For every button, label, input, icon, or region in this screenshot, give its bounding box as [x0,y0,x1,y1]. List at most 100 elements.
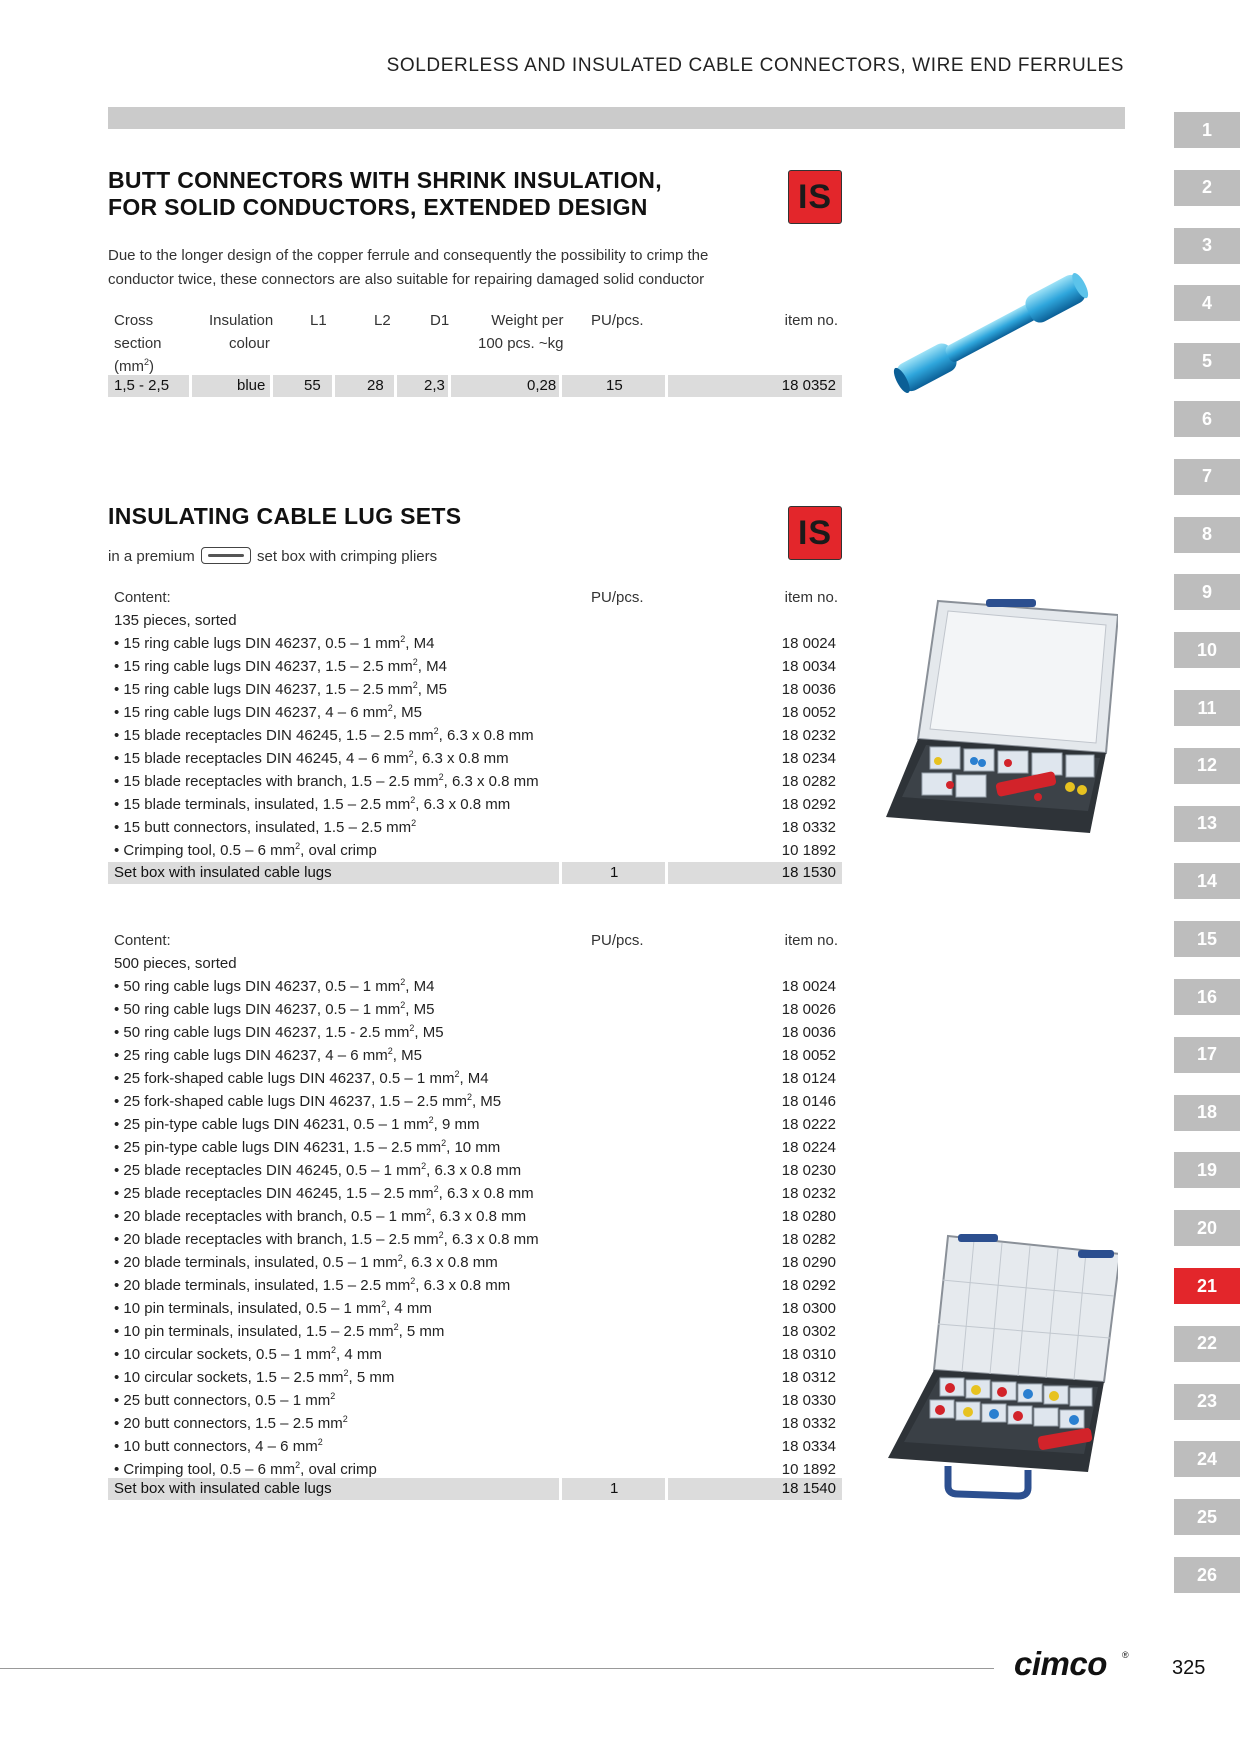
list-item-suffix: , 6.3 x 0.8 mm [415,1277,511,1294]
cell-cross-section: 1,5 - 2,5 [114,377,170,394]
col-l1: L1 [310,312,327,329]
list-item-text: • 15 ring cable lugs DIN 46237, 4 – 6 mm [114,704,388,721]
list-item-suffix: , M5 [405,1001,435,1018]
list-item: • 15 blade receptacles DIN 46245, 4 – 6 … [114,747,509,770]
list-item-superscript: 2 [428,1115,434,1125]
col-insulation: Insulation colour [209,309,273,355]
list-item-suffix: , 6.3 x 0.8 mm [415,796,511,813]
col-insulation-line2: colour [229,335,270,352]
col-weight-line2: 100 pcs. ~kg [478,335,564,352]
list-item: • 25 butt connectors, 0.5 – 1 mm2 [114,1389,335,1412]
chapter-tab-20[interactable]: 20 [1174,1210,1240,1247]
list-item-number: 18 0292 [781,796,836,813]
page-number: 325 [1172,1657,1206,1679]
cell-d1: 2,3 [424,377,445,394]
col-d1: D1 [430,312,450,329]
list-item: • 20 blade terminals, insulated, 0.5 – 1… [114,1251,498,1274]
chapter-tab-14[interactable]: 14 [1174,863,1240,900]
list-item-superscript: 2 [421,1161,427,1171]
list-item-text: • 20 blade terminals, insulated, 0.5 – 1… [114,1254,398,1271]
list-item-superscript: 2 [409,1023,415,1033]
list-item-number: 18 0222 [781,1116,836,1133]
list-item-superscript: 2 [295,841,301,851]
header-bar [108,107,1125,129]
section2-subtitle: in a premium set box with crimping plier… [108,545,437,569]
list-item-suffix: , M5 [417,681,447,698]
list-item-number: 18 0232 [781,727,836,744]
list-item-text: • 20 blade receptacles with branch, 0.5 … [114,1208,427,1225]
list-item-number: 18 0052 [781,1047,836,1064]
set2-item-label: item no. [784,932,838,949]
list-item-number: 18 0124 [781,1070,836,1087]
list-item-number: 18 0024 [781,635,836,652]
list-item-superscript: 2 [331,1345,337,1355]
list-item-superscript: 2 [330,1391,336,1401]
list-item-number: 18 0300 [781,1300,836,1317]
list-item-number: 18 0232 [781,1185,836,1202]
list-item-number: 10 1892 [781,1461,836,1478]
chapter-tab-1[interactable]: 1 [1174,112,1240,148]
set1-total-row: Set box with insulated cable lugs 1 18 1… [108,862,842,884]
col-pu: PU/pcs. [591,312,644,329]
list-item: • 10 pin terminals, insulated, 0.5 – 1 m… [114,1297,432,1320]
list-item-text: • 50 ring cable lugs DIN 46237, 1.5 - 2.… [114,1024,410,1041]
chapter-tab-25[interactable]: 25 [1174,1499,1240,1536]
list-item-superscript: 2 [412,657,418,667]
list-item-text: • 25 ring cable lugs DIN 46237, 4 – 6 mm [114,1047,388,1064]
chapter-tab-23[interactable]: 23 [1174,1383,1240,1420]
list-item-number: 18 0224 [781,1139,836,1156]
cell-separator [665,1478,668,1500]
list-item-text: • 15 ring cable lugs DIN 46237, 1.5 – 2.… [114,658,413,675]
chapter-tab-17[interactable]: 17 [1174,1036,1240,1073]
list-item-text: • 15 blade receptacles with branch, 1.5 … [114,773,439,790]
list-item-superscript: 2 [400,1000,406,1010]
chapter-tab-16[interactable]: 16 [1174,979,1240,1015]
chapter-tab-7[interactable]: 7 [1174,458,1240,495]
chapter-tab-19[interactable]: 19 [1174,1152,1240,1189]
chapter-tab-12[interactable]: 12 [1174,747,1240,784]
chapter-tab-13[interactable]: 13 [1174,805,1240,842]
chapter-tab-22[interactable]: 22 [1174,1325,1240,1362]
list-item-suffix: , M4 [459,1070,489,1087]
chapter-tab-4[interactable]: 4 [1174,285,1240,322]
chapter-tab-3[interactable]: 3 [1174,227,1240,264]
list-item-suffix: , M5 [392,1047,422,1064]
chapter-tab-18[interactable]: 18 [1174,1094,1240,1131]
list-item-suffix: , 5 mm [348,1369,395,1386]
chapter-tab-24[interactable]: 24 [1174,1441,1240,1478]
cell-separator [448,375,451,397]
list-item: • 50 ring cable lugs DIN 46237, 1.5 - 2.… [114,1021,444,1044]
list-item-suffix: , oval crimp [300,1461,377,1478]
cell-separator [332,375,335,397]
list-item-text: • 10 circular sockets, 1.5 – 2.5 mm [114,1369,344,1386]
footer-rule [0,1668,994,1669]
list-item-text: • 50 ring cable lugs DIN 46237, 0.5 – 1 … [114,1001,401,1018]
section1-description: Due to the longer design of the copper f… [108,244,708,292]
chapter-tab-26[interactable]: 26 [1174,1557,1240,1593]
list-item-suffix: , M4 [405,635,435,652]
section2-title: INSULATING CABLE LUG SETS [108,503,462,529]
chapter-tab-10[interactable]: 10 [1174,632,1240,669]
list-item-superscript: 2 [426,1207,432,1217]
cell-separator [665,375,668,397]
chapter-tab-6[interactable]: 6 [1174,401,1240,437]
list-item-number: 18 0034 [781,658,836,675]
chapter-tab-9[interactable]: 9 [1174,574,1240,611]
subtitle-text-before: in a premium [108,548,195,565]
list-item-suffix: , 6.3 x 0.8 mm [443,773,539,790]
list-item: • Crimping tool, 0.5 – 6 mm2, oval crimp [114,839,377,862]
cell-separator [270,375,273,397]
col-cross-line3: (mm2) [114,355,162,378]
chapter-tab-2[interactable]: 2 [1174,169,1240,206]
chapter-tab-15[interactable]: 15 [1174,921,1240,958]
list-item-text: • 10 pin terminals, insulated, 1.5 – 2.5… [114,1323,394,1340]
list-item-number: 18 0230 [781,1162,836,1179]
chapter-tab-8[interactable]: 8 [1174,516,1240,553]
list-item: • 25 blade receptacles DIN 46245, 0.5 – … [114,1159,521,1182]
chapter-tab-5[interactable]: 5 [1174,343,1240,380]
list-item: • 15 ring cable lugs DIN 46237, 1.5 – 2.… [114,655,447,678]
set1-pu-label: PU/pcs. [591,589,644,606]
chapter-tab-11[interactable]: 11 [1174,690,1240,726]
chapter-tab-21[interactable]: 21 [1174,1268,1240,1304]
list-item: • 15 ring cable lugs DIN 46237, 4 – 6 mm… [114,701,422,724]
